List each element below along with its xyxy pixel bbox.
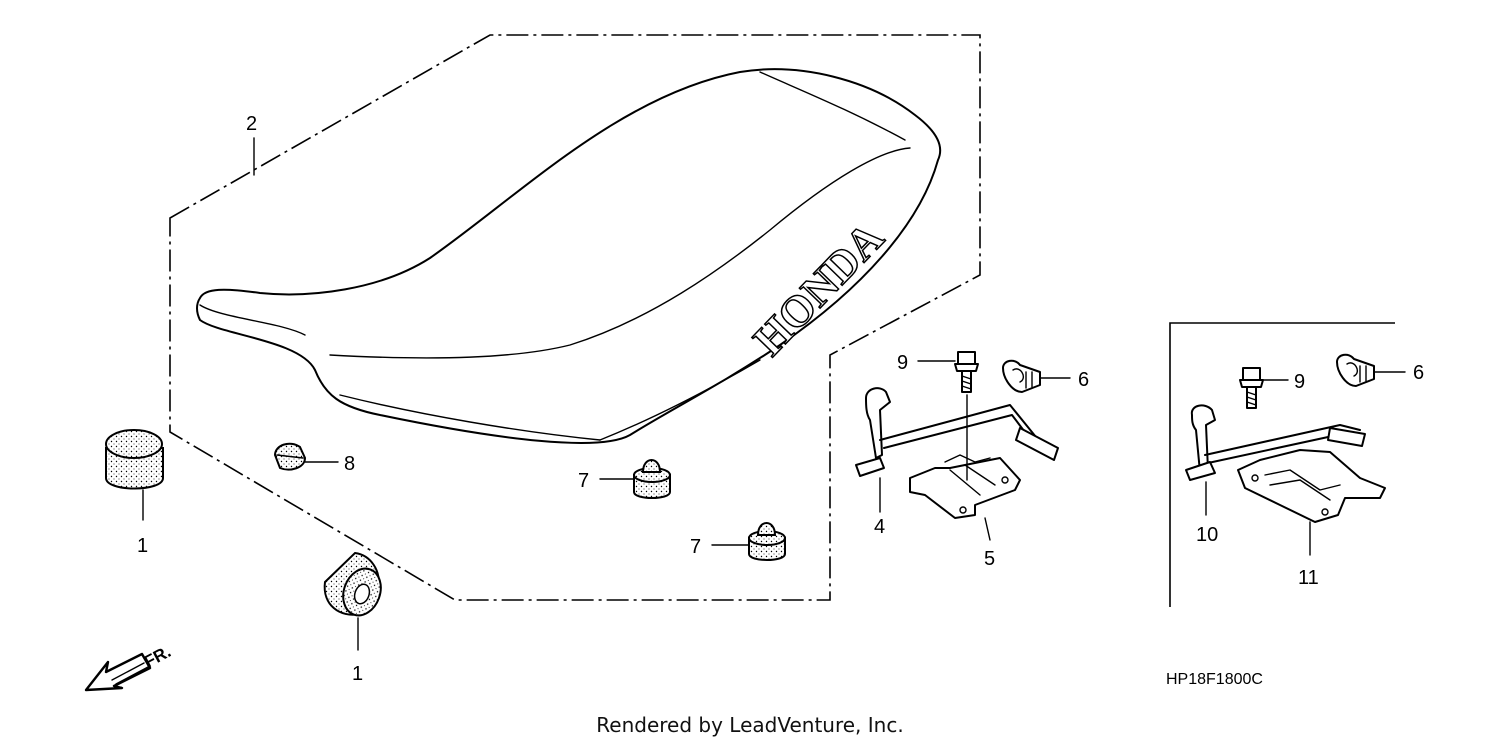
flange-bolt-9-left[interactable] xyxy=(954,351,979,393)
seat[interactable]: HONDA xyxy=(196,68,942,444)
callout-2: 2 xyxy=(246,113,257,135)
callout-6-left: 6 xyxy=(1078,369,1089,391)
callout-11: 11 xyxy=(1298,567,1319,589)
callout-5: 5 xyxy=(984,548,995,570)
front-direction-arrow: FR. xyxy=(84,642,174,692)
render-credit: Rendered by LeadVenture, Inc. xyxy=(596,713,904,737)
callout-1-bottom: 1 xyxy=(352,663,363,685)
seat-stopper-7-upper[interactable] xyxy=(633,459,671,499)
callout-7-lower: 7 xyxy=(690,536,701,558)
spring-nut-6-left[interactable] xyxy=(1002,359,1041,393)
callout-8: 8 xyxy=(344,453,355,475)
callout-7-upper: 7 xyxy=(578,470,589,492)
callout-4: 4 xyxy=(874,516,885,538)
callout-6-right: 6 xyxy=(1413,362,1424,384)
seat-latch-plate-5[interactable] xyxy=(909,454,1021,519)
flange-bolt-9-right[interactable] xyxy=(1239,367,1264,409)
seat-bumper-8[interactable] xyxy=(273,442,307,471)
diagram-code: HP18F1800C xyxy=(1166,671,1263,688)
callout-10: 10 xyxy=(1196,524,1218,546)
callout-9-right: 9 xyxy=(1294,371,1305,393)
callout-1-left: 1 xyxy=(137,535,148,557)
seat-cushion-bottom[interactable] xyxy=(323,551,387,621)
seat-latch-plate-11[interactable] xyxy=(1237,449,1386,523)
callout-9-left: 9 xyxy=(897,352,908,374)
seat-group-boundary xyxy=(169,34,981,601)
spring-nut-6-right[interactable] xyxy=(1336,353,1375,387)
seat-latch-hook-10[interactable] xyxy=(1185,404,1366,481)
seat-latch-hook-4[interactable] xyxy=(855,387,1059,477)
seat-cushion-left[interactable] xyxy=(105,429,164,490)
seat-stopper-7-lower[interactable] xyxy=(748,522,786,561)
inset-frame xyxy=(1169,322,1395,607)
